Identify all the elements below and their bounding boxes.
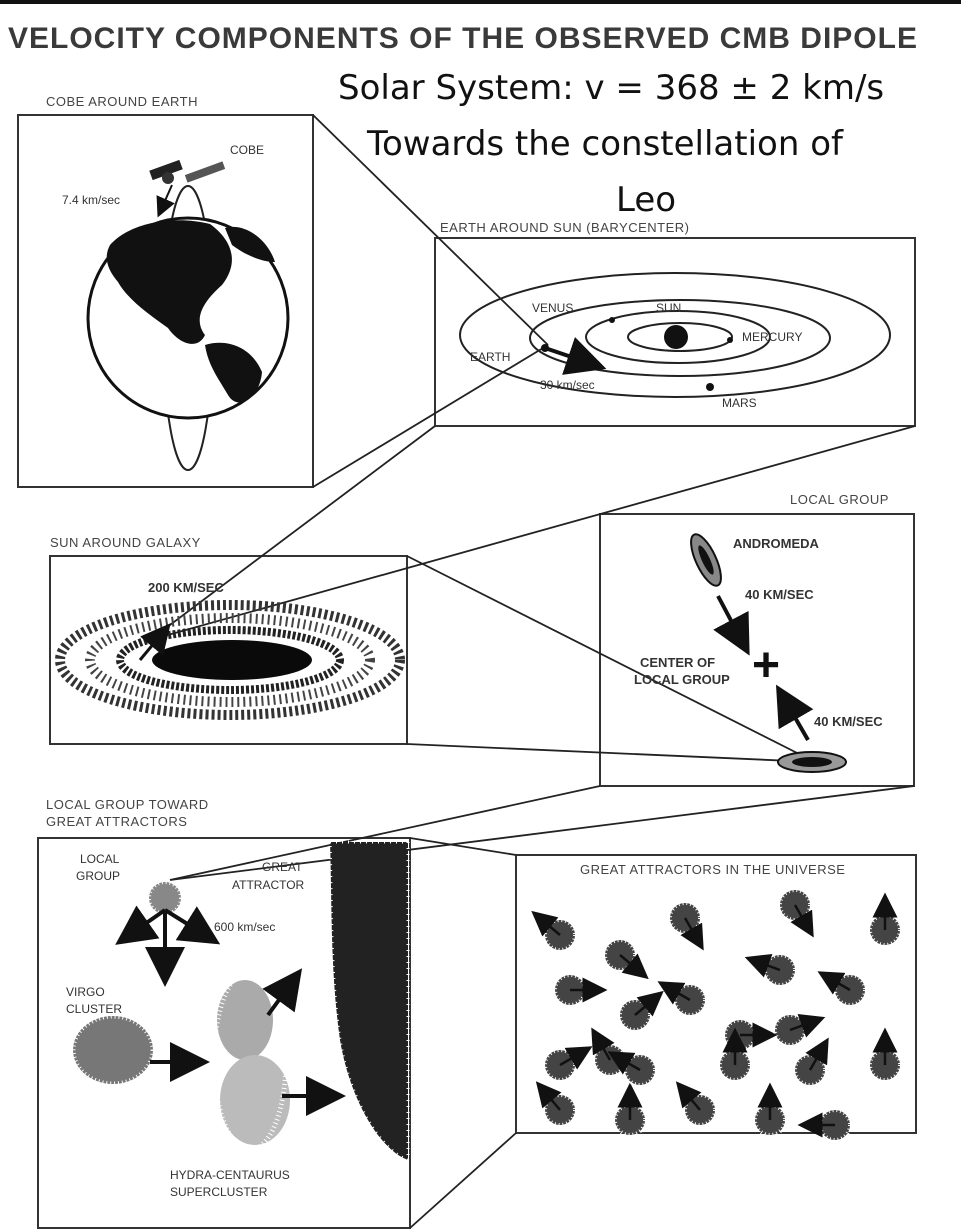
- galaxy-panel-caption: SUN AROUND GALAXY: [50, 535, 201, 550]
- local-group-cluster-icon: [149, 882, 181, 914]
- universe-cluster-icon: [725, 1020, 770, 1050]
- andromeda-velocity-arrow: [718, 596, 744, 645]
- universe-cluster-icon: [555, 975, 600, 1005]
- universe-cluster-icon: [620, 996, 658, 1030]
- universe-cluster-icon: [780, 890, 810, 931]
- great-attractor-label-line-1: GREAT: [262, 860, 302, 874]
- galaxy-speed-label: 200 KM/SEC: [148, 580, 224, 595]
- great-attractor-cloud: [330, 842, 408, 1160]
- sun-label: SUN: [656, 301, 681, 315]
- universe-panel-caption: GREAT ATTRACTORS IN THE UNIVERSE: [580, 862, 845, 877]
- local-group-panel-caption: LOCAL GROUP: [790, 492, 889, 507]
- universe-cluster-icon: [755, 1090, 785, 1135]
- overlay-line-2: Towards the constellation of: [367, 124, 843, 164]
- center-label-line-2: LOCAL GROUP: [634, 672, 730, 687]
- virgo-cluster-icon: [73, 1016, 153, 1084]
- milky-way-galaxy: [60, 605, 400, 715]
- universe-cluster-icon: [752, 955, 795, 985]
- universe-cluster-icon: [537, 916, 575, 950]
- great-attractor-label-line-2: ATTRACTOR: [232, 878, 304, 892]
- cobe-panel-caption: COBE AROUND EARTH: [46, 94, 198, 109]
- universe-cluster-icon: [795, 1044, 825, 1085]
- universe-cluster-icon: [545, 1050, 586, 1080]
- universe-cluster-icon: [870, 1035, 900, 1080]
- hydra-centaurus-icon: [214, 970, 290, 1150]
- universe-cluster-icon: [681, 1087, 715, 1125]
- andromeda-galaxy-icon: [685, 530, 727, 589]
- milky-way-local-icon: [778, 752, 846, 772]
- universe-cluster-icon: [805, 1110, 850, 1140]
- cobe-speed-label: 7.4 km/sec: [62, 193, 120, 207]
- milky-way-speed-label: 40 KM/SEC: [814, 714, 883, 729]
- hydra-label-line-1: HYDRA-CENTAURUS: [170, 1168, 290, 1182]
- universe-cluster-icon: [870, 900, 900, 945]
- virgo-label-line-1: VIRGO: [66, 985, 105, 999]
- page-title: VELOCITY COMPONENTS OF THE OBSERVED CMB …: [8, 22, 918, 56]
- mars-label: MARS: [722, 396, 757, 410]
- virgo-label-line-2: CLUSTER: [66, 1002, 122, 1016]
- hydra-label-line-2: SUPERCLUSTER: [170, 1185, 267, 1199]
- mercury-icon: [727, 337, 733, 343]
- attractors-caption-line-1: LOCAL GROUP TOWARD: [46, 797, 209, 812]
- milky-way-velocity-arrow: [782, 695, 808, 740]
- mars-icon: [706, 383, 714, 391]
- local-group-velocity-arrows: [125, 910, 210, 975]
- universe-cluster-icon: [775, 1015, 818, 1045]
- universe-cluster-icon: [670, 903, 700, 944]
- earth-velocity-arrow: [545, 348, 595, 365]
- andromeda-label: ANDROMEDA: [733, 536, 819, 551]
- venus-icon: [609, 317, 615, 323]
- earth-sun-panel-caption: EARTH AROUND SUN (BARYCENTER): [440, 220, 690, 235]
- sun-icon: [664, 325, 688, 349]
- universe-cluster-icon: [615, 1090, 645, 1135]
- top-border: [0, 0, 961, 4]
- universe-clusters: [537, 890, 900, 1140]
- overlay-line-1: Solar System: v = 368 ± 2 km/s: [338, 68, 884, 108]
- mercury-label: MERCURY: [742, 330, 802, 344]
- universe-cluster-icon: [541, 1087, 575, 1125]
- universe-cluster-icon: [595, 1034, 625, 1075]
- attractors-caption-line-2: GREAT ATTRACTORS: [46, 814, 187, 829]
- overlay-line-3: Leo: [616, 180, 676, 220]
- venus-label: VENUS: [532, 301, 573, 315]
- local-group-label-line-2: GROUP: [76, 869, 120, 883]
- earth-speed-label: 30 km/sec: [540, 378, 595, 392]
- earth-globe: [88, 186, 288, 470]
- local-group-label-line-1: LOCAL: [80, 852, 119, 866]
- center-plus-icon: +: [752, 638, 780, 693]
- center-label-line-1: CENTER OF: [640, 655, 715, 670]
- universe-cluster-icon: [605, 940, 643, 974]
- andromeda-speed-label: 40 KM/SEC: [745, 587, 814, 602]
- local-group-speed-label: 600 km/sec: [214, 920, 275, 934]
- cobe-label: COBE: [230, 143, 264, 157]
- universe-cluster-icon: [824, 975, 865, 1005]
- hydra-velocity-arrow-up: [268, 978, 295, 1015]
- universe-cluster-icon: [664, 985, 705, 1015]
- earth-label: EARTH: [470, 350, 510, 364]
